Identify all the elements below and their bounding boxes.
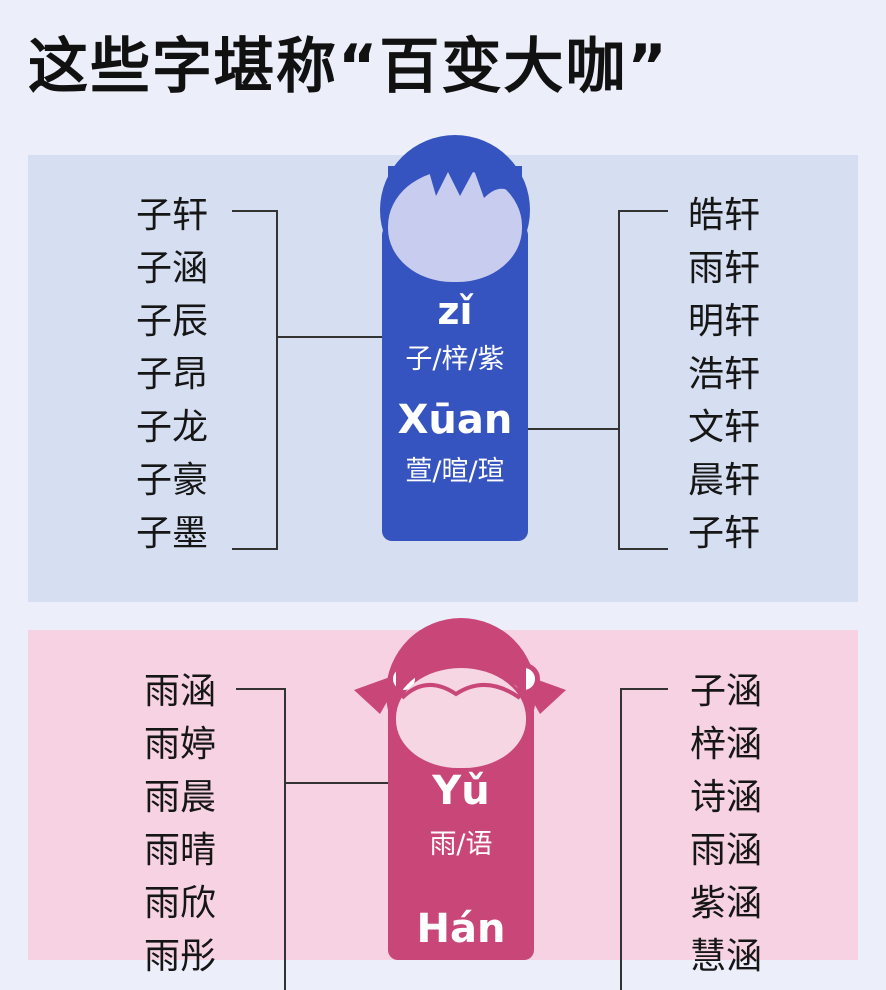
pinyin-label: Yǔ [432, 768, 490, 814]
list-item: 皓轩 [688, 195, 761, 236]
list-item: 雨婷 [144, 724, 217, 765]
right-bracket [620, 688, 668, 990]
girl-face-icon [396, 668, 526, 768]
list-item: 雨彤 [144, 936, 217, 977]
character-options: 萱/暄/瑄 [405, 456, 505, 487]
list-item: 梓涵 [690, 724, 763, 765]
list-item: 晨轩 [688, 460, 761, 501]
list-item: 子轩 [688, 513, 761, 554]
connector-line [286, 782, 388, 784]
list-item: 文轩 [688, 407, 761, 448]
list-item: 子辰 [136, 301, 209, 342]
connector-line [278, 336, 382, 338]
list-item: 慧涵 [690, 936, 763, 977]
list-item: 雨晴 [144, 830, 217, 871]
list-item: 雨晨 [144, 777, 217, 818]
list-item: 雨轩 [688, 248, 761, 289]
connector-line [528, 428, 620, 430]
right-bracket [618, 210, 668, 550]
list-item: 子豪 [136, 460, 209, 501]
list-item: 雨欣 [144, 883, 217, 924]
pinyin-label: Xūan [397, 397, 513, 443]
boy-bangs-icon [388, 166, 522, 206]
list-item: 子墨 [136, 513, 209, 554]
pinyin-label: Hán [416, 906, 506, 952]
list-item: 子涵 [690, 671, 763, 712]
list-item: 子轩 [136, 195, 209, 236]
pinyin-label: zǐ [437, 289, 473, 333]
character-options: 雨/语 [429, 829, 493, 860]
list-item: 子涵 [136, 248, 209, 289]
character-options: 子/梓/紫 [405, 344, 505, 375]
list-item: 雨涵 [690, 830, 763, 871]
list-item: 子龙 [136, 407, 209, 448]
list-item: 雨涵 [144, 671, 217, 712]
page-title: 这些字堪称“百变大咖” [28, 32, 669, 102]
left-bracket [236, 688, 286, 990]
girl-bangs-icon [396, 664, 526, 700]
list-item: 子昂 [136, 354, 209, 395]
list-item: 明轩 [688, 301, 761, 342]
list-item: 浩轩 [688, 354, 761, 395]
left-bracket [232, 210, 278, 550]
list-item: 诗涵 [690, 777, 763, 818]
list-item: 紫涵 [690, 883, 763, 924]
